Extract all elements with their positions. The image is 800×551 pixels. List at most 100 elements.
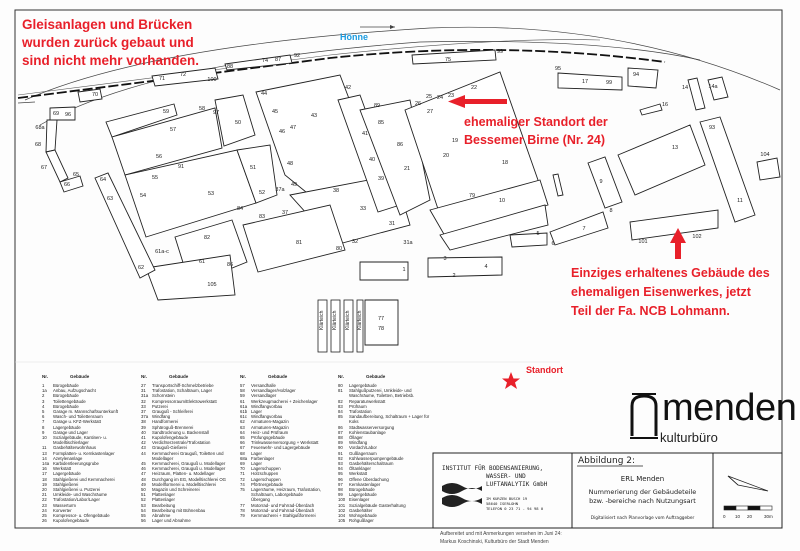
building-number: 71 <box>159 76 165 82</box>
legend-description: Transportschiff-Schmelzbetriebe <box>152 383 214 388</box>
legend-description: Kupolofengebäude <box>53 518 90 524</box>
legend-number: 8 <box>42 424 45 430</box>
building-number: 69 <box>53 111 59 117</box>
legend-number: 96 <box>338 476 343 482</box>
legend-header-building: Gebäude <box>70 374 90 379</box>
institute-line: INSTITUT FÜR BODENSANIERUNG, <box>442 465 544 472</box>
river-label: Hönne <box>340 32 368 42</box>
legend-number: 104 <box>338 513 346 519</box>
scale-tick-label: 30m <box>764 514 773 519</box>
legend-number: 18 <box>42 476 47 482</box>
legend-number: 25 <box>42 513 47 519</box>
legend-description: Stahlgießerei u. Putzerei <box>53 487 101 493</box>
legend-number: 88 <box>338 435 343 441</box>
legend-description: Heiz- und Prüfraum <box>251 429 289 435</box>
legend-description: Prüfraum <box>349 403 367 409</box>
legend-number: 7 <box>42 419 45 425</box>
building-number: 65 <box>73 172 79 178</box>
legend-number: 67 <box>240 445 245 451</box>
legend-number: 51 <box>141 492 146 498</box>
legend-number: 39 <box>141 424 146 430</box>
building-number: 26 <box>415 101 421 107</box>
legend-number: 37 <box>141 409 146 415</box>
legend-description: Lagergebäude <box>349 383 377 388</box>
legend-description: Bearbeitung <box>152 502 176 508</box>
legend-number: 22 <box>42 497 47 503</box>
legend-number: 19 <box>42 481 47 487</box>
standort-label: Standort <box>526 365 563 375</box>
legend-number: 69 <box>240 461 245 467</box>
note-line: ehemaligen Eisenwerkes, jetzt <box>571 285 751 299</box>
legend-description: Werkzeugmacherei + Zeichenlager <box>251 398 318 404</box>
building-number: 10 <box>499 198 505 204</box>
legend-number: 75 <box>240 487 245 493</box>
building-number: 68 <box>35 142 41 148</box>
building-number: 101 <box>638 239 647 245</box>
legend-description: Kohlenstaubanlage <box>349 429 386 435</box>
building-number: 33 <box>360 206 366 212</box>
figure-label: Abbildung 2: <box>578 456 636 466</box>
legend-number: 16 <box>42 466 47 472</box>
building-number: 99 <box>606 80 612 86</box>
legend-description: Lager und Abnahme <box>152 518 191 524</box>
legend-description: Wohngebäude <box>349 513 377 519</box>
legend-description: Trafostation <box>349 409 372 415</box>
legend-description: Toilettengebäude <box>53 398 86 404</box>
bessemer-note: ehemaliger Standort der Bessemer Birne (… <box>464 113 608 149</box>
building-number: 84 <box>237 206 243 212</box>
river-flow-arrowhead <box>390 25 395 29</box>
building-number: 70 <box>92 92 98 98</box>
legend-description: Kühlwasserpumpengebäude <box>349 455 404 461</box>
building-number: 14a <box>708 84 718 90</box>
building-number: 5 <box>536 231 539 237</box>
legend-row: Übergang <box>240 497 334 502</box>
building-number: 79 <box>469 193 475 199</box>
legend-number: 49 <box>141 481 146 487</box>
frame-border <box>14 9 783 529</box>
legend-number: 82 <box>338 398 343 404</box>
legend-number: 72 <box>240 476 245 482</box>
legend-description: Windfangvorbau <box>251 403 283 409</box>
legend-description: Motorrad- und Fahrrad-Überdach <box>251 502 315 508</box>
scale-tick-label: 10 <box>735 514 741 519</box>
legend-number: 31 <box>141 388 146 394</box>
legend-description: Bürogebäude <box>53 393 79 399</box>
legend-description: Rohgußlager <box>349 518 374 524</box>
scale-tick-label: 0 <box>723 514 726 519</box>
legend-number: 98 <box>338 487 343 493</box>
building-number: 66 <box>64 182 70 188</box>
legend-number: 81 <box>338 388 343 394</box>
legend-description: Garage und Lager <box>53 429 88 435</box>
legend-description: Umkleide- und Waschräume <box>53 492 108 498</box>
legend-description: Wasch- und Toilettenraum <box>53 414 103 420</box>
legend-description: Kernmacherei, Grauguß u. Modellager <box>152 461 226 467</box>
legend-description: Bürogebäude <box>349 487 375 493</box>
legend-number: 10 <box>42 435 47 441</box>
